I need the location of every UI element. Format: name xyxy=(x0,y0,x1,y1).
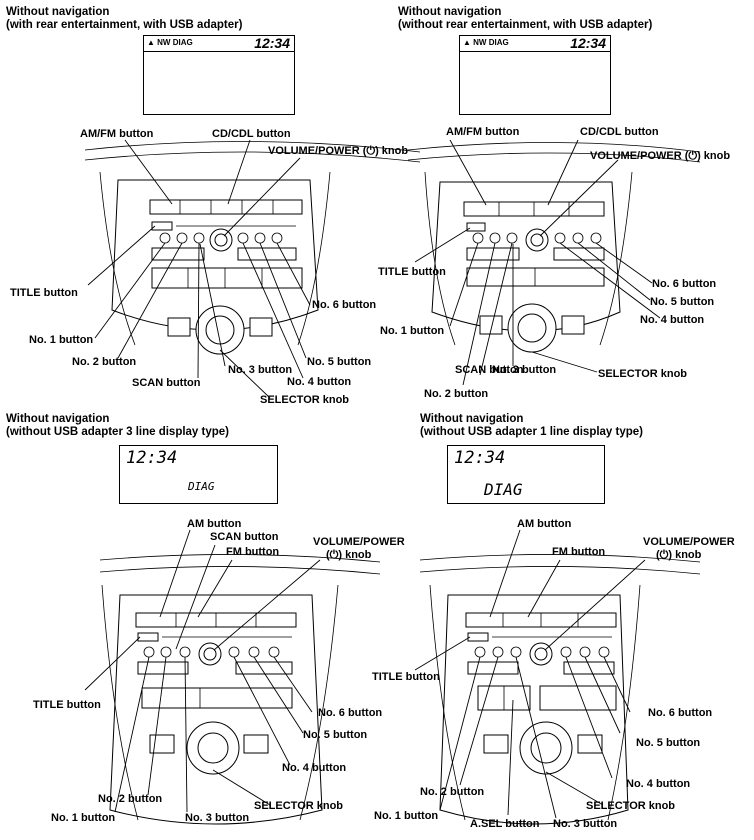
q3-selector-label: SELECTOR knob xyxy=(254,800,344,812)
q4-volume-label-1: VOLUME/POWER xyxy=(643,536,735,548)
q4-display: 12:34 DIAG xyxy=(447,445,605,504)
q4-no2-label: No. 2 button xyxy=(420,786,485,798)
q1-selector-label: SELECTOR knob xyxy=(260,394,350,406)
q2-leader-lines xyxy=(414,139,661,386)
q4-no3-label: No. 3 button xyxy=(553,818,618,830)
q2-no2-label: No. 2 button xyxy=(424,388,489,400)
q2-radio-unit xyxy=(407,142,701,353)
q1-no4-label: No. 4 button xyxy=(287,376,352,388)
q1-display: ▲ NW DIAG 12:34 xyxy=(143,35,295,115)
q1-no3-label: No. 3 button xyxy=(228,364,293,376)
q2-heading-line2: (without rear entertainment, with USB ad… xyxy=(398,19,653,31)
q1-volume-label: VOLUME/POWER (⏻) knob xyxy=(268,145,409,157)
q4-am-label: AM button xyxy=(517,518,572,530)
q2-no6-label: No. 6 button xyxy=(652,278,717,290)
q2-no5-label: No. 5 button xyxy=(650,296,715,308)
q4-display-text: DIAG xyxy=(484,480,523,499)
q3-scan-label: SCAN button xyxy=(210,531,279,543)
q1-display-clock: 12:34 xyxy=(254,35,290,51)
q4-volume-label-2: (⏻) knob xyxy=(656,549,702,561)
q1-title-label: TITLE button xyxy=(10,287,78,299)
q1-heading-line1: Without navigation xyxy=(6,6,110,18)
q4-no6-label: No. 6 button xyxy=(648,707,713,719)
q1-no2-label: No. 2 button xyxy=(72,356,137,368)
q3-display-clock: 12:34 xyxy=(126,448,178,468)
q2-no3-label: No. 3 button xyxy=(492,364,557,376)
q4-title-label: TITLE button xyxy=(372,671,440,683)
q3-no1-label: No. 1 button xyxy=(51,812,116,824)
q1-no1-label: No. 1 button xyxy=(29,334,94,346)
q2-display-clock: 12:34 xyxy=(570,35,606,51)
q1-no6-label: No. 6 button xyxy=(312,299,377,311)
q2-selector-label: SELECTOR knob xyxy=(598,368,688,380)
q4-selector-label: SELECTOR knob xyxy=(586,800,676,812)
q2-no4-label: No. 4 button xyxy=(640,314,705,326)
q2-title-label: TITLE button xyxy=(378,266,446,278)
q4-heading-line1: Without navigation xyxy=(420,413,524,425)
q1-amfm-label: AM/FM button xyxy=(80,128,154,140)
q2-volume-label: VOLUME/POWER (⏻) knob xyxy=(590,150,731,162)
q2-heading-line1: Without navigation xyxy=(398,6,502,18)
q4-heading-line2: (without USB adapter 1 line display type… xyxy=(420,426,644,438)
q3-no4-label: No. 4 button xyxy=(282,762,347,774)
q1-leader-lines xyxy=(87,139,311,399)
q4-no4-label: No. 4 button xyxy=(626,778,691,790)
q3-volume-label-1: VOLUME/POWER xyxy=(313,536,405,548)
q4-display-clock: 12:34 xyxy=(454,448,506,468)
q3-leader-lines xyxy=(84,529,321,813)
q2-display: ▲ NW DIAG 12:34 xyxy=(459,35,611,115)
q2-display-header: ▲ NW DIAG xyxy=(463,38,509,47)
q1-heading: Without navigation (with rear entertainm… xyxy=(6,6,242,32)
q4-asel-label: A.SEL button xyxy=(470,818,540,830)
q3-volume-label-2: (⏻) knob xyxy=(326,549,372,561)
q2-amfm-label: AM/FM button xyxy=(446,126,520,138)
q1-heading-line2: (with rear entertainment, with USB adapt… xyxy=(6,19,243,31)
q3-display: 12:34 DIAG xyxy=(119,445,278,504)
q2-scan-label: SCAN button xyxy=(455,364,524,376)
q2-heading: Without navigation (without rear enterta… xyxy=(398,6,652,32)
q4-heading: Without navigation (without USB adapter … xyxy=(420,413,643,439)
q3-fm-label: FM button xyxy=(226,546,280,558)
q3-no6-label: No. 6 button xyxy=(318,707,383,719)
q3-no3-label: No. 3 button xyxy=(185,812,250,824)
q3-no2-label: No. 2 button xyxy=(98,793,163,805)
q3-display-text: DIAG xyxy=(188,480,215,493)
q4-leader-lines xyxy=(414,529,646,819)
q3-am-label: AM button xyxy=(187,518,242,530)
q3-radio-unit xyxy=(99,554,381,825)
q2-cdcdl-label: CD/CDL button xyxy=(580,126,659,138)
q3-heading: Without navigation (without USB adapter … xyxy=(6,413,229,439)
q1-cdcdl-label: CD/CDL button xyxy=(212,128,291,140)
q1-no5-label: No. 5 button xyxy=(307,356,372,368)
q1-scan-label: SCAN button xyxy=(132,377,201,389)
q3-heading-line1: Without navigation xyxy=(6,413,110,425)
q1-display-header: ▲ NW DIAG xyxy=(147,38,193,47)
q2-no1-label: No. 1 button xyxy=(380,325,445,337)
q4-no5-label: No. 5 button xyxy=(636,737,701,749)
q3-title-label: TITLE button xyxy=(33,699,101,711)
q4-no1-label: No. 1 button xyxy=(374,810,439,822)
q3-no5-label: No. 5 button xyxy=(303,729,368,741)
q3-heading-line2: (without USB adapter 3 line display type… xyxy=(6,426,230,438)
q4-fm-label: FM button xyxy=(552,546,606,558)
q1-radio-unit xyxy=(84,141,421,355)
